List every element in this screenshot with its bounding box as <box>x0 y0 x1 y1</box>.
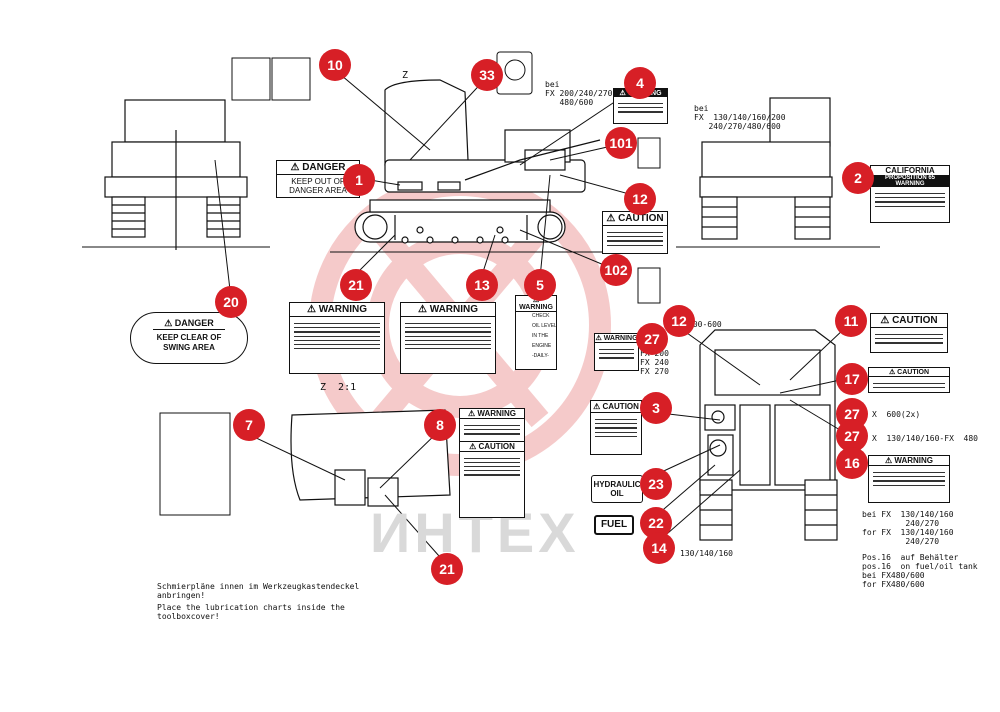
callout-12-top: 12 <box>624 183 656 215</box>
callout-21-top: 21 <box>340 269 372 301</box>
pictogram-sheet-decal <box>159 412 231 516</box>
caution-8-title: ⚠ CAUTION <box>460 440 524 452</box>
warning-27-title: ⚠ WARNING <box>595 335 638 343</box>
bei-list-label: bei FX 130/140/160 240/270 for FX 130/14… <box>862 510 954 546</box>
bei-fx-200-label: bei FX 200/240/270 480/600 <box>545 80 613 107</box>
callout-4: 4 <box>624 67 656 99</box>
callout-7: 7 <box>233 409 265 441</box>
x600-label: X 600(2x) <box>872 410 921 419</box>
lubrication-chart-decal <box>231 57 271 101</box>
side-view-excavator <box>354 79 601 244</box>
caution-fan-decal: ⚠ CAUTION <box>602 211 668 254</box>
callout-1: 1 <box>343 164 375 196</box>
caution-radiator-title: ⚠ CAUTION <box>871 314 947 328</box>
warning-16-title: ⚠ WARNING <box>869 456 949 466</box>
warning-16-decal: ⚠ WARNING <box>868 455 950 503</box>
danger-swing-text: KEEP CLEAR OF SWING AREA <box>156 333 222 352</box>
callout-27-c: 27 <box>836 420 868 452</box>
warning-27-decal: ⚠ WARNING <box>594 333 639 371</box>
callout-20: 20 <box>215 286 247 318</box>
warning-caution-8-decal: ⚠ WARNING ⚠ CAUTION <box>459 408 525 518</box>
callout-21-bottom: 21 <box>431 553 463 585</box>
warning-b-title: ⚠ WARNING <box>401 303 495 317</box>
danger-keep-out-decal: ⚠ DANGER KEEP OUT OF DANGER AREA <box>276 160 360 198</box>
window-detail <box>290 409 451 507</box>
leader-lines <box>214 69 846 566</box>
callout-14: 14 <box>643 532 675 564</box>
callout-102: 102 <box>600 254 632 286</box>
danger-swing-title: ⚠ DANGER <box>153 313 225 330</box>
danger-swing-decal: ⚠ DANGER KEEP CLEAR OF SWING AREA <box>130 312 248 364</box>
callout-33: 33 <box>471 59 503 91</box>
callout-16: 16 <box>836 447 868 479</box>
pos16-label: Pos.16 auf Behälter pos.16 on fuel/oil t… <box>862 553 978 589</box>
z-view-label: Z <box>402 70 409 81</box>
callout-23: 23 <box>640 468 672 500</box>
callout-5: 5 <box>524 269 556 301</box>
rear-view-excavator-right <box>699 97 833 240</box>
danger-keep-out-title: ⚠ DANGER <box>277 161 359 175</box>
callout-10: 10 <box>319 49 351 81</box>
lubrication-note-de: Schmierpläne innen im Werkzeugkastendeck… <box>157 582 360 600</box>
callout-12-bottom: 12 <box>663 305 695 337</box>
callout-11: 11 <box>835 305 867 337</box>
caution-fan-title: ⚠ CAUTION <box>603 212 667 226</box>
check-oil-decal: ⚠ WARNING CHECK OIL LEVEL IN THE ENGINE … <box>515 295 557 370</box>
check-oil-text: CHECK OIL LEVEL IN THE ENGINE -DAILY- <box>532 313 557 359</box>
callout-13: 13 <box>466 269 498 301</box>
top-view-excavator <box>699 329 838 541</box>
warning-a-title: ⚠ WARNING <box>290 303 384 317</box>
model-130-label: 130/140/160 <box>680 549 733 558</box>
rear-view-excavator-left <box>104 99 248 250</box>
caution-radiator-decal: ⚠ CAUTION <box>870 313 948 353</box>
x130-label: X 130/140/160-FX 480 <box>872 434 978 443</box>
callout-27-a: 27 <box>636 323 668 355</box>
callout-101: 101 <box>605 127 637 159</box>
hydraulic-oil-text: HYDRAULIC OIL <box>593 480 641 498</box>
warning-8-title: ⚠ WARNING <box>460 409 524 419</box>
fuel-text: FUEL <box>600 519 628 530</box>
callout-8: 8 <box>424 409 456 441</box>
bei-fx-130-label: bei FX 130/140/160/200 240/270/480/600 <box>694 104 786 131</box>
california-decal: CALIFORNIA PROPOSITION 65 WARNING <box>870 165 950 223</box>
caution-3-title: ⚠ CAUTION <box>591 401 641 413</box>
model-200-600-label: 200-600 <box>688 320 722 329</box>
z-scale-label: Z 2:1 <box>320 382 357 393</box>
callout-3: 3 <box>640 392 672 424</box>
caution-3-decal: ⚠ CAUTION <box>590 400 642 455</box>
hydraulic-oil-decal: HYDRAULIC OIL <box>591 475 643 503</box>
danger-keep-out-text: KEEP OUT OF DANGER AREA <box>289 177 347 195</box>
decal-102-icon <box>637 267 661 304</box>
callout-17: 17 <box>836 363 868 395</box>
caution-17-decal: ⚠ CAUTION <box>868 367 950 393</box>
fuel-decal: FUEL <box>594 515 634 535</box>
california-title: CALIFORNIA <box>885 166 935 175</box>
warning-decal-b: ⚠ WARNING <box>400 302 496 374</box>
caution-17-title: ⚠ CAUTION <box>869 368 949 377</box>
decal-101-icon <box>637 137 661 169</box>
callout-2: 2 <box>842 162 874 194</box>
lubrication-note-en: Place the lubrication charts inside the … <box>157 603 345 621</box>
warning-decal-a: ⚠ WARNING <box>289 302 385 374</box>
california-sub: PROPOSITION 65 WARNING <box>871 175 949 187</box>
